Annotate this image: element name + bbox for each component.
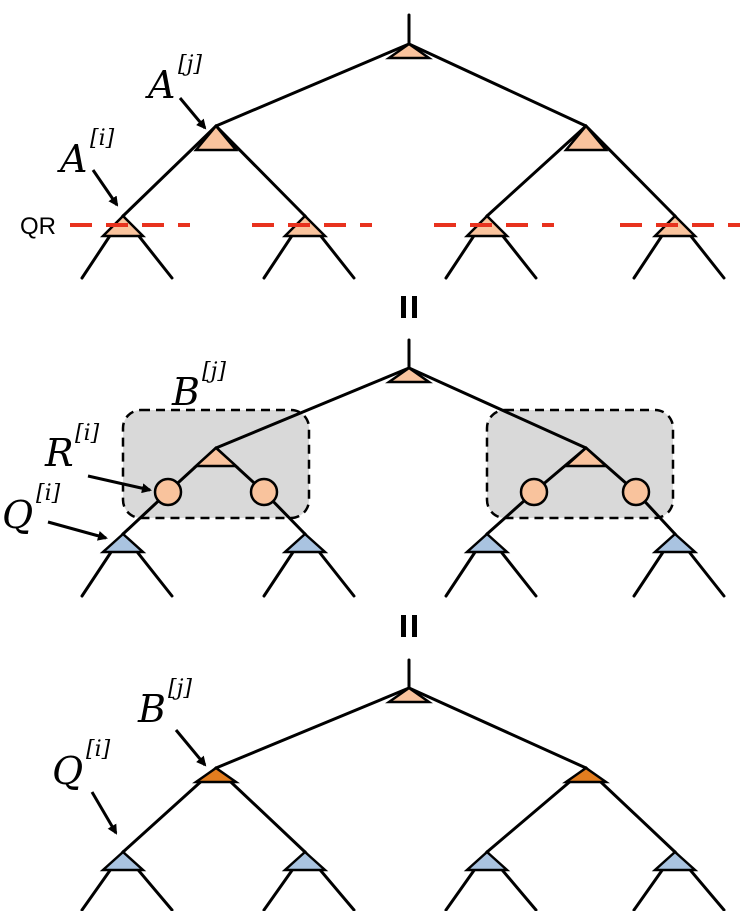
q-leaf-2 xyxy=(281,532,329,554)
q-leaf-3-4 xyxy=(651,850,699,872)
node-root-2 xyxy=(385,366,433,384)
node-root xyxy=(385,42,433,60)
arrow-q-i-panel3 xyxy=(90,791,118,835)
label-b-j-panel3: B [j] xyxy=(137,676,192,731)
label-a-i: A [i] xyxy=(57,126,115,181)
r-circle-2 xyxy=(249,477,279,507)
svg-text:[j]: [j] xyxy=(178,52,202,77)
arrow-a-j xyxy=(178,97,207,130)
panel-1: QR A [j] A [i] xyxy=(20,13,740,280)
node-a-j-right xyxy=(563,124,609,152)
arrow-q-i-panel2 xyxy=(47,520,108,541)
panel-2: B [j] R [i] Q [i] xyxy=(2,338,726,598)
equals-sign-1: = xyxy=(401,296,417,318)
q-leaf-3-2 xyxy=(281,850,329,872)
svg-text:[i]: [i] xyxy=(75,421,100,446)
qr-label: QR xyxy=(20,213,56,240)
node-b-j-left-3 xyxy=(192,766,240,784)
svg-text:Q: Q xyxy=(52,749,83,793)
svg-text:B: B xyxy=(137,687,166,731)
q-leaf-1 xyxy=(99,532,147,554)
arrow-a-i xyxy=(91,169,119,207)
arrow-b-j-panel3 xyxy=(174,729,207,767)
svg-text:B: B xyxy=(171,370,200,414)
label-b-j-box: B [j] xyxy=(171,359,226,414)
label-a-j: A [j] xyxy=(145,52,202,107)
q-leaf-3-1 xyxy=(99,850,147,872)
node-b-j-right-3 xyxy=(562,766,610,784)
q-leaf-4 xyxy=(651,532,699,554)
label-q-i-panel2: Q [i] xyxy=(2,481,61,537)
svg-text:[i]: [i] xyxy=(36,481,61,506)
svg-text:A: A xyxy=(145,63,175,107)
q-leaf-3 xyxy=(463,532,511,554)
label-r-i: R [i] xyxy=(44,421,100,475)
node-root-3 xyxy=(385,686,433,704)
svg-text:R: R xyxy=(44,431,74,475)
node-b-left xyxy=(192,446,240,468)
panel-3: B [j] Q [i] xyxy=(52,658,726,911)
label-q-i-panel3: Q [i] xyxy=(52,737,111,793)
svg-text:[j]: [j] xyxy=(168,676,192,701)
r-circle-1 xyxy=(153,477,183,507)
arrow-r-i xyxy=(87,474,152,494)
svg-text:[j]: [j] xyxy=(202,359,226,384)
svg-text:Q: Q xyxy=(2,493,33,537)
svg-text:A: A xyxy=(57,137,87,181)
node-a-j-left xyxy=(193,124,239,152)
equals-sign-2: = xyxy=(401,615,417,637)
svg-text:[i]: [i] xyxy=(90,126,115,151)
node-b-right xyxy=(562,446,610,468)
r-circle-4 xyxy=(621,477,651,507)
svg-text:[i]: [i] xyxy=(86,737,111,762)
r-circle-3 xyxy=(519,477,549,507)
q-leaf-3-3 xyxy=(463,850,511,872)
